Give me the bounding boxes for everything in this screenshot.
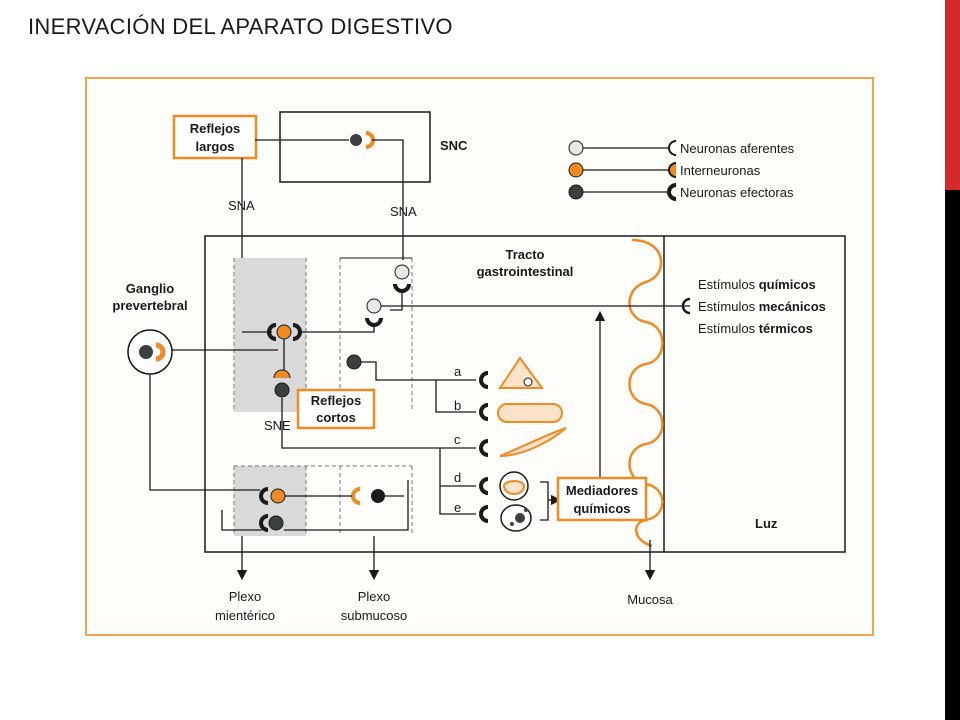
reflejos-largos-box [172, 114, 258, 160]
plexo-mienterico-line1: Plexo [229, 589, 262, 604]
reflejos-cortos-box [296, 388, 376, 430]
effector-letter-c: c [454, 432, 461, 447]
plexo-submucoso-line1: Plexo [358, 589, 391, 604]
ganglio-line1: Ganglio [126, 281, 174, 296]
smooth-muscle-b [497, 403, 563, 423]
cns-neuron [350, 134, 362, 146]
reflejos-cortos-line2: cortos [316, 410, 356, 425]
slide-title: INERVACIÓN DEL APARATO DIGESTIVO [28, 14, 453, 39]
effector-letter-d: d [454, 470, 461, 485]
mucosa-wave [628, 238, 664, 548]
afferent-neuron-1 [394, 264, 410, 280]
snc-label: SNC [440, 138, 468, 153]
ganglion-neuron [139, 345, 153, 359]
reflejos-cortos-line1: Reflejos [311, 393, 362, 408]
interneuron-bottom [270, 488, 286, 504]
legend-label-afferent: Neuronas aferentes [680, 141, 795, 156]
stimulus-thermal: Estímulos térmicos [698, 321, 813, 336]
stimulus-chemical: Estímulos químicos [698, 277, 816, 292]
luz-label: Luz [755, 516, 778, 531]
effector-letter-b: b [454, 398, 461, 413]
mediadores-box [556, 476, 648, 522]
effector-myenteric [274, 382, 290, 398]
gi-tract-box [204, 235, 846, 553]
vessel-c [499, 427, 567, 457]
accent-bar-black [945, 190, 960, 720]
accent-bar-red [945, 0, 960, 190]
effector-letter-e: e [454, 500, 461, 515]
figure-frame [85, 77, 874, 636]
legend-swatch-interneuron [568, 162, 584, 178]
snc-box [279, 111, 431, 183]
mediadores-line1: Mediadores [566, 483, 638, 498]
reflejos-largos-line2: largos [195, 139, 234, 154]
legend-label-effector: Neuronas efectoras [680, 185, 794, 200]
effector-submucosal [346, 354, 362, 370]
effector-bottom [268, 515, 284, 531]
legend-swatch-effector [568, 184, 584, 200]
stimulus-mechanical: Estímulos mecánicos [698, 299, 826, 314]
plexo-submucoso-line2: submucoso [341, 608, 407, 623]
reflejos-largos-line1: Reflejos [190, 121, 241, 136]
sna-left-label: SNA [228, 198, 255, 213]
mucosa-label: Mucosa [627, 592, 673, 607]
tracto-line2: gastrointestinal [477, 264, 574, 279]
legend: Neuronas aferentes Interneuronas Neurona… [568, 140, 795, 201]
tracto-line1: Tracto [505, 247, 544, 262]
interneuron-myenteric [276, 324, 292, 340]
submucosal-bottom-neuron [371, 489, 385, 503]
sne-label: SNE [264, 418, 291, 433]
legend-label-interneuron: Interneuronas [680, 163, 761, 178]
mediadores-line2: químicos [573, 501, 630, 516]
plexo-mienterico-line2: mientérico [215, 608, 275, 623]
afferent-neuron-2 [366, 298, 382, 314]
effector-letter-a: a [454, 364, 462, 379]
legend-swatch-afferent [568, 140, 584, 156]
sna-right-label: SNA [390, 204, 417, 219]
ganglio-line2: prevertebral [112, 298, 187, 313]
